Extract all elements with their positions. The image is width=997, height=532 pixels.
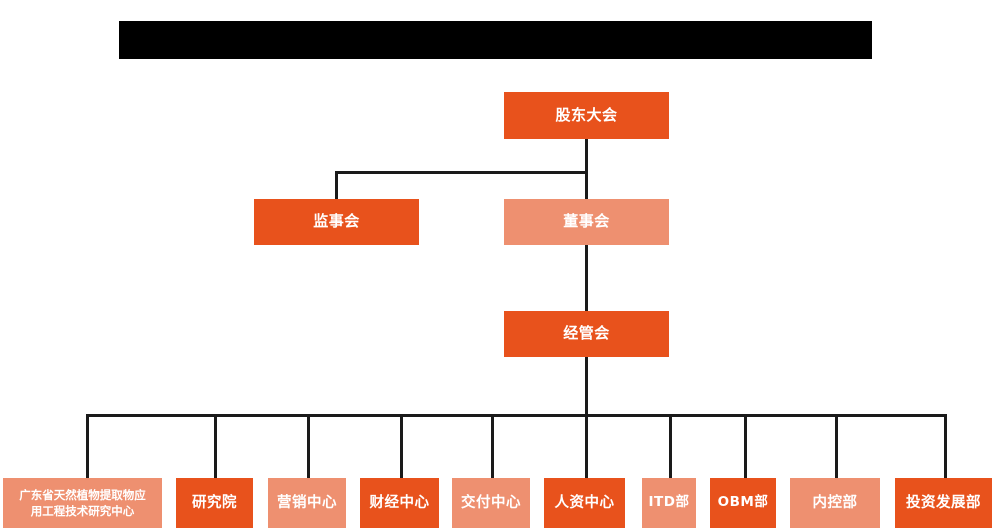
node-label-line-1: 广东省天然植物提取物应 (19, 487, 146, 502)
connector-to-rd-center (86, 414, 89, 478)
title-bar-redacted (119, 21, 872, 59)
node-hr-center[interactable]: 人资中心 (544, 478, 625, 528)
node-finance-center[interactable]: 财经中心 (360, 478, 439, 528)
node-shareholders-meeting[interactable]: 股东大会 (504, 92, 669, 139)
connector-to-directors (585, 171, 588, 199)
node-board-of-supervisors[interactable]: 监事会 (254, 199, 419, 245)
node-research-institute[interactable]: 研究院 (176, 478, 253, 528)
node-delivery-center[interactable]: 交付中心 (452, 478, 530, 528)
node-obm-department[interactable]: OBM部 (710, 478, 776, 528)
connector-to-delivery (491, 414, 494, 478)
connector-level2-bus (335, 171, 588, 174)
node-label-line-2: 用工程技术研究中心 (30, 504, 135, 518)
node-investment-development-department[interactable]: 投资发展部 (895, 478, 992, 528)
node-board-of-directors[interactable]: 董事会 (504, 199, 669, 245)
node-internal-control-department[interactable]: 内控部 (790, 478, 880, 528)
connector-to-institute (214, 414, 217, 478)
connector-to-hr (585, 414, 588, 478)
connector-to-finance (400, 414, 403, 478)
node-itd-department[interactable]: ITD部 (642, 478, 696, 528)
connector-departments-bus (86, 414, 946, 417)
connector-to-supervisors (335, 171, 338, 199)
node-guangdong-plant-extract-research-center[interactable]: 广东省天然植物提取物应 用工程技术研究中心 (3, 478, 162, 528)
connector-shareholders-down (585, 139, 588, 174)
connector-to-marketing (307, 414, 310, 478)
connector-to-investment (944, 414, 947, 478)
node-management-committee[interactable]: 经管会 (504, 311, 669, 357)
connector-to-obm (744, 414, 747, 478)
node-marketing-center[interactable]: 营销中心 (268, 478, 346, 528)
connector-directors-to-management (585, 243, 588, 311)
connector-to-itd (669, 414, 672, 478)
connector-management-down (585, 356, 588, 416)
connector-to-internal-control (835, 414, 838, 478)
